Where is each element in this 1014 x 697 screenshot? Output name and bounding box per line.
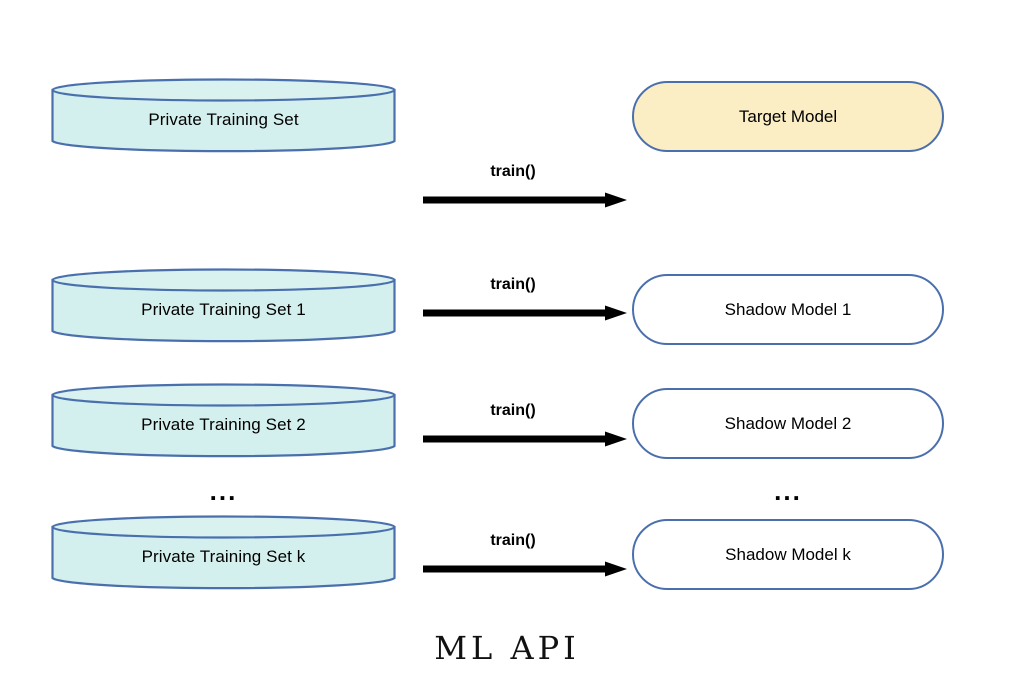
arrow-train xyxy=(423,431,627,447)
arrow-train xyxy=(423,561,627,577)
arrow-right-icon xyxy=(423,192,627,208)
datastore-private-training-set-1[interactable]: Private Training Set 1 xyxy=(51,268,396,343)
ellipsis-datasets: ... xyxy=(209,476,238,506)
ellipsis-models: ... xyxy=(774,476,802,506)
datastore-private-training-set-2[interactable]: Private Training Set 2 xyxy=(51,383,396,458)
datastore-label: Private Training Set xyxy=(148,109,299,129)
arrow-right-icon xyxy=(423,561,627,577)
arrow-label-train: train() xyxy=(490,532,536,549)
arrow-label-train: train() xyxy=(490,402,536,419)
model-shadow-model-1[interactable]: Shadow Model 1 xyxy=(632,274,944,345)
arrow-label-train: train() xyxy=(490,276,536,293)
figure-caption-ml-api: ML API xyxy=(434,629,580,667)
datastore-private-training-set[interactable]: Private Training Set xyxy=(51,78,396,153)
model-label: Shadow Model 2 xyxy=(724,413,852,433)
cylinder-shape-icon xyxy=(51,383,396,458)
arrow-train xyxy=(423,305,627,321)
arrow-train xyxy=(423,192,627,208)
arrow-label-train: train() xyxy=(490,163,536,180)
model-shadow-model-k[interactable]: Shadow Model k xyxy=(632,519,944,590)
model-target-model[interactable]: Target Model xyxy=(632,81,944,152)
model-shadow-model-2[interactable]: Shadow Model 2 xyxy=(632,388,944,459)
cylinder-shape-icon xyxy=(51,515,396,590)
model-label: Shadow Model k xyxy=(725,544,851,564)
datastore-label: Private Training Set 2 xyxy=(141,414,306,434)
datastore-label: Private Training Set k xyxy=(141,546,306,566)
model-label: Shadow Model 1 xyxy=(724,299,852,319)
datastore-label: Private Training Set 1 xyxy=(141,299,306,319)
cylinder-shape-icon xyxy=(51,268,396,343)
model-label: Target Model xyxy=(738,106,838,126)
arrow-right-icon xyxy=(423,305,627,321)
cylinder-shape-icon xyxy=(51,78,396,153)
datastore-private-training-set-k[interactable]: Private Training Set k xyxy=(51,515,396,590)
arrow-right-icon xyxy=(423,431,627,447)
